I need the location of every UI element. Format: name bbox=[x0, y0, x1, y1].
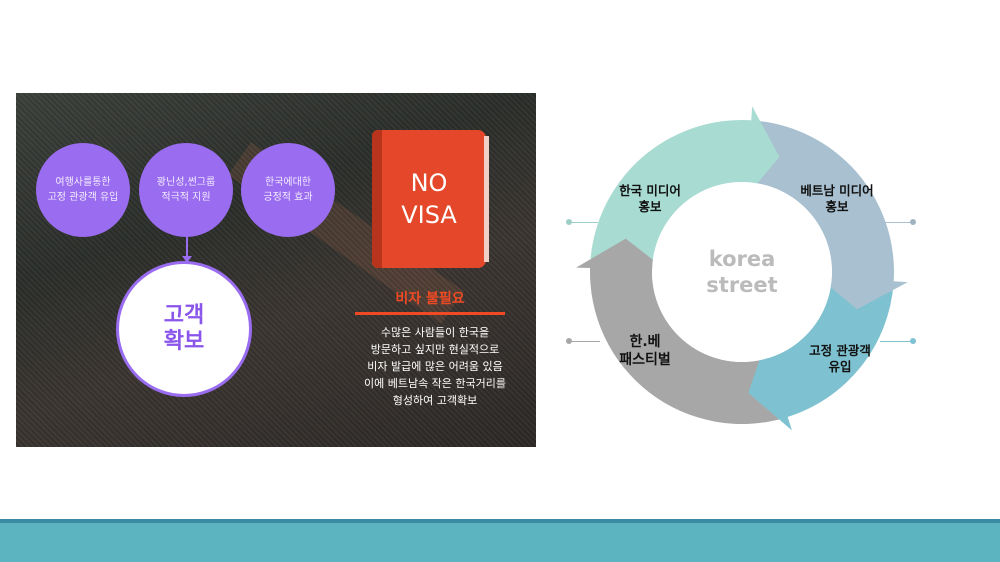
step-text: 홍보 bbox=[825, 199, 849, 214]
book-pages bbox=[484, 136, 489, 262]
step-text: 한.베 bbox=[629, 334, 661, 350]
cycle-segment bbox=[748, 120, 894, 283]
step-label-fixed-tourists: 고정 관광객 유입 bbox=[790, 343, 890, 375]
circle-tour-agency: 여행사를통한 고정 관광객 유입 bbox=[36, 143, 130, 237]
visa-line: 방문하고 싶지만 현실적으로 bbox=[370, 343, 500, 356]
cycle-arrowhead-icon bbox=[748, 344, 792, 431]
result-text: 확보 bbox=[163, 329, 205, 354]
cycle-arrowhead-icon bbox=[746, 106, 780, 197]
cycle-arrowhead-icon bbox=[817, 276, 908, 310]
connector-line bbox=[880, 341, 912, 342]
step-text: 홍보 bbox=[638, 199, 662, 214]
step-text: 베트남 미디어 bbox=[800, 183, 874, 198]
cycle-center-title: korea street bbox=[690, 246, 794, 298]
circle-quangninh-support: 꽝닌성,썬그룹 적극적 지원 bbox=[139, 143, 233, 237]
visa-title: 비자 불필요 bbox=[395, 291, 465, 307]
step-label-korea-media: 한국 미디어 홍보 bbox=[600, 183, 700, 215]
step-text: 한국 미디어 bbox=[619, 183, 681, 198]
circle-positive-effect: 한국에대한 긍정적 효과 bbox=[241, 143, 335, 237]
visa-line: 비자 발급에 많은 어려움 있음 bbox=[367, 360, 503, 373]
connector-line bbox=[570, 341, 600, 342]
center-text: street bbox=[706, 273, 778, 297]
step-text: 유입 bbox=[828, 359, 852, 374]
step-label-festival: 한.베 패스티벌 bbox=[605, 333, 685, 369]
book-text: NO bbox=[410, 169, 448, 197]
connector-dot bbox=[566, 338, 572, 344]
arrow-down-icon bbox=[182, 237, 192, 263]
visa-description: 수많은 사람들이 한국을 방문하고 싶지만 현실적으로 비자 발급에 많은 어려… bbox=[340, 324, 530, 409]
circle-text: 여행사를통한 bbox=[55, 177, 111, 188]
connector-dot bbox=[910, 219, 916, 225]
result-text: 고객 bbox=[163, 303, 205, 328]
circle-text: 적극적 지원 bbox=[161, 192, 211, 203]
book-text: VISA bbox=[401, 201, 457, 229]
circle-text: 한국에대한 bbox=[265, 177, 311, 188]
circle-text: 긍정적 효과 bbox=[263, 192, 313, 203]
footer-bar bbox=[0, 523, 1000, 562]
connector-dot bbox=[566, 219, 572, 225]
connector-line bbox=[570, 222, 598, 223]
no-visa-book-icon: NO VISA bbox=[372, 130, 489, 268]
circle-text: 꽝닌성,썬그룹 bbox=[156, 177, 216, 188]
circle-text: 고정 관광객 유입 bbox=[47, 192, 119, 203]
cycle-segment bbox=[590, 120, 753, 269]
divider bbox=[355, 312, 505, 315]
step-text: 패스티벌 bbox=[619, 352, 671, 368]
step-label-vietnam-media: 베트남 미디어 홍보 bbox=[782, 183, 892, 215]
cycle-segment bbox=[768, 278, 894, 418]
connector-dot bbox=[910, 338, 916, 344]
visa-line: 이에 베트남속 작은 한국거리를 bbox=[363, 377, 507, 390]
visa-line: 형성하여 고객확보 bbox=[392, 394, 478, 407]
cycle-center bbox=[652, 182, 832, 362]
cycle-segment bbox=[590, 266, 787, 425]
center-text: korea bbox=[708, 247, 776, 271]
step-text: 고정 관광객 bbox=[809, 343, 871, 358]
connector-line bbox=[885, 222, 912, 223]
footer-line bbox=[0, 519, 1000, 523]
cycle-arrowhead-icon bbox=[576, 238, 667, 271]
result-circle: 고객 확보 bbox=[116, 261, 252, 397]
visa-line: 수많은 사람들이 한국을 bbox=[380, 326, 490, 339]
book-spine bbox=[372, 130, 382, 268]
